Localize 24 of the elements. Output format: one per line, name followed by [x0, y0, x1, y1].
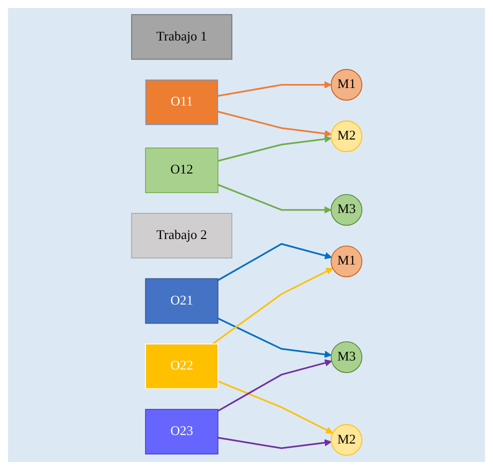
arrow	[217, 243, 332, 281]
arrow	[212, 268, 333, 345]
arrow	[217, 184, 332, 214]
node-circle	[330, 246, 362, 278]
arrow	[217, 135, 332, 162]
node-circle	[330, 194, 362, 226]
node-circle	[330, 424, 362, 456]
node-circle	[330, 69, 362, 101]
node-box	[130, 14, 232, 60]
node-box	[145, 80, 218, 126]
node-box	[144, 408, 218, 454]
node-circle	[330, 120, 362, 152]
arrow	[218, 436, 332, 450]
node-box	[144, 278, 218, 324]
arrow	[217, 318, 332, 358]
node-circle	[330, 341, 362, 373]
arrow	[217, 359, 332, 412]
node-box	[130, 212, 232, 258]
diagram: Trabajo 1 M1 O11 M2 O12 M3 Trabajo 2 M1 O21 M3 O22 O23 M2	[124, 8, 368, 462]
arrow	[217, 380, 333, 434]
node-box	[144, 344, 218, 390]
node-box	[144, 148, 218, 194]
arrow	[217, 110, 332, 138]
arrow	[217, 81, 332, 97]
